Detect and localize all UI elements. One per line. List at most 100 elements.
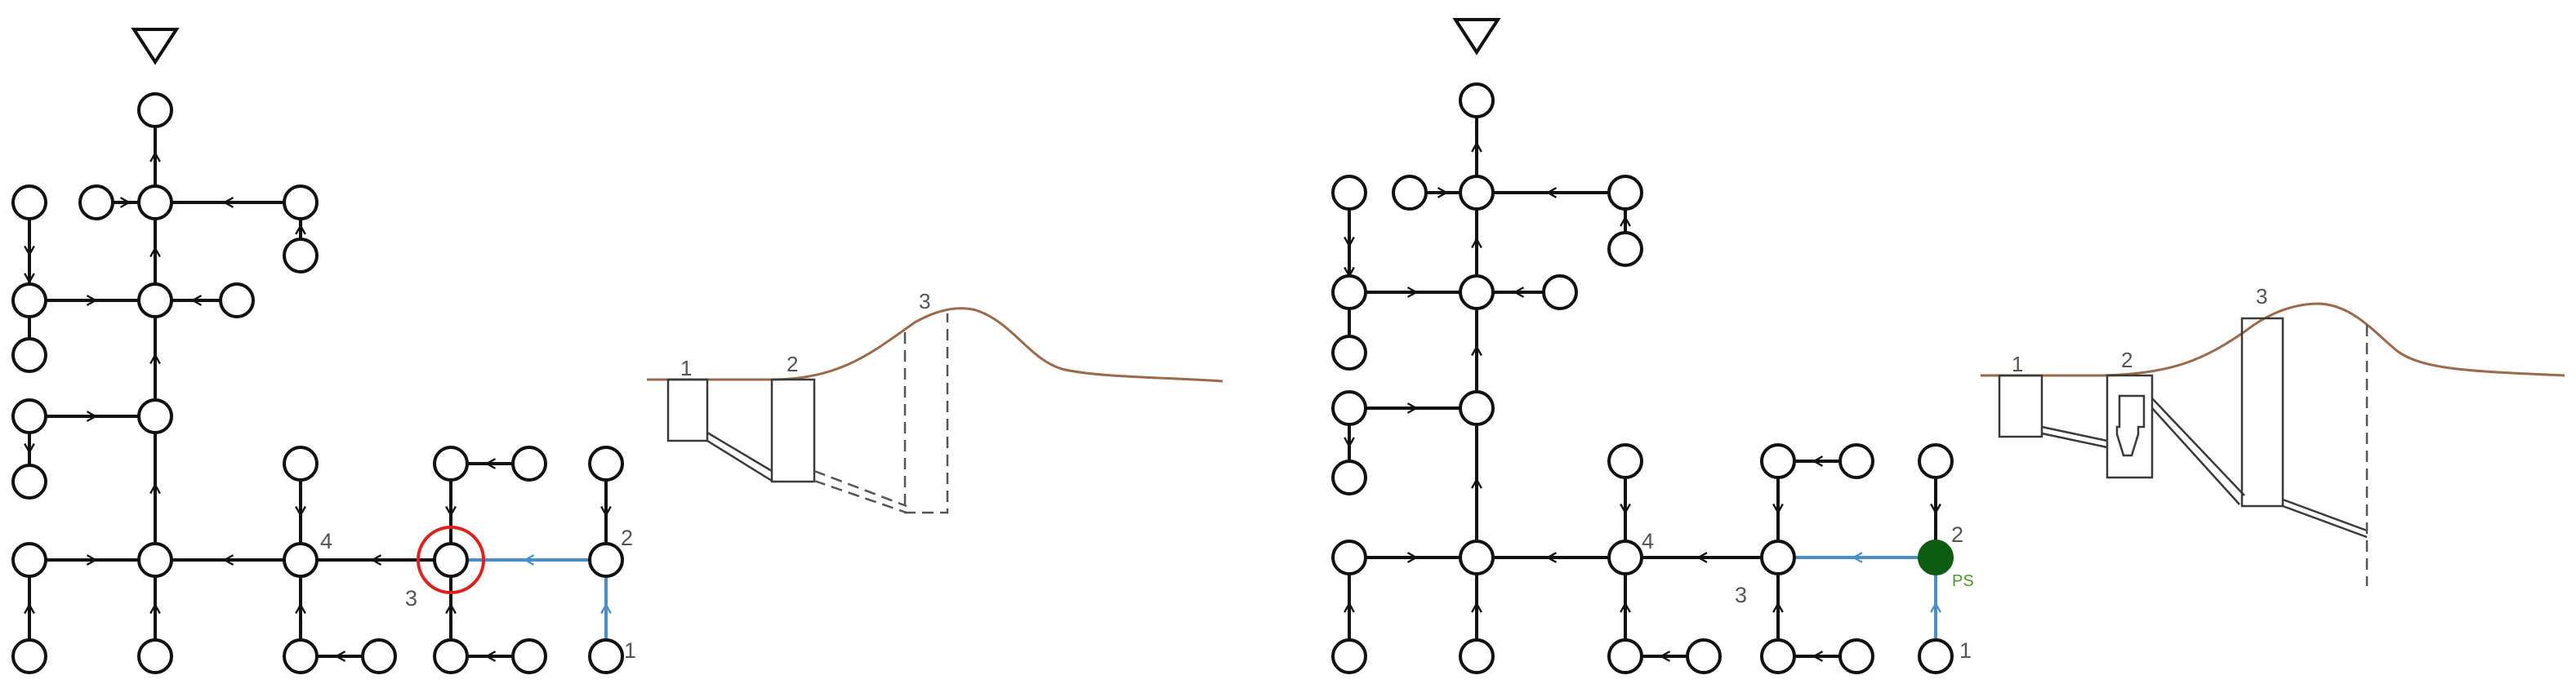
manhole-node-N4u [283,446,319,482]
manhole-node-L2 [1331,274,1367,310]
manhole-node-A1 [137,92,173,128]
manhole-node-N2 [588,542,624,578]
manhole-node-A5 [137,542,173,578]
manhole-node-N3u [1760,443,1796,479]
manhole-node-N2u [1918,443,1954,479]
outlet-triangle-icon [1452,18,1501,56]
manhole-node-N3 [1760,540,1796,575]
outlet-triangle-icon [131,28,180,65]
manhole-node-L3d [1331,460,1367,495]
manhole-node-L4d [11,638,47,674]
left-node-label-3: 3 [405,586,417,611]
manhole-node-N4dr [361,638,397,674]
manhole-node-N2u [588,446,624,482]
manhole-node-N3dr [1838,638,1874,674]
left-node-label-1: 1 [624,638,636,663]
right-profile: 1 2 3 [1981,284,2565,586]
right-network [1331,18,1954,674]
manhole-node-N3d [433,638,469,674]
left-ground-surface [647,307,1223,383]
manhole-node-A2Rd [283,238,319,273]
highlight-ring [417,526,485,594]
manhole-node-A2 [1459,175,1495,211]
manhole-node-N4d [283,638,319,674]
left-node-label-2: 2 [621,526,633,550]
right-forcemain-bottom [2151,407,2240,505]
manhole-node-N4dr [1686,638,1722,674]
left-pipe-2-3-bottom [813,479,907,514]
left-manhole-3-dashed [903,313,949,514]
manhole-node-N3 [433,542,469,578]
manhole-node-A2R [1607,175,1643,211]
pump-station-label: PS [1952,572,1974,590]
manhole-node-A3 [137,282,173,318]
manhole-node-N3dr [511,638,547,674]
manhole-node-A3 [1459,274,1495,310]
manhole-node-A1 [1459,82,1495,118]
manhole-node-A6 [1459,638,1495,674]
manhole-node-A3R [1542,274,1578,310]
right-node-label-3: 3 [1735,583,1747,607]
right-pipe-1-2-top [2041,425,2108,442]
right-node-label-4: 4 [1642,529,1654,553]
right-forcemain-top [2151,398,2245,496]
manhole-node-A6 [137,638,173,674]
manhole-node-A3R [219,282,255,318]
manhole-node-N1 [588,638,624,674]
manhole-node-A2Rd [1607,231,1643,267]
manhole-node-L4 [11,542,47,578]
left-profile-label-2: 2 [787,352,798,376]
manhole-node-A4 [1459,390,1495,426]
manhole-node-L1 [11,184,47,220]
manhole-node-A2 [137,184,173,220]
manhole-node-A2R [283,184,319,220]
left-pipe-1-2-bottom [706,439,773,482]
left-manhole-1 [666,378,709,442]
left-profile: 1 2 3 [647,289,1223,514]
manhole-node-N4 [1607,540,1643,575]
manhole-node-A4 [137,398,173,434]
left-pipe-1-2-top [706,431,773,473]
right-ground-surface [1981,302,2565,377]
left-manhole-2 [770,378,816,483]
manhole-node-L3 [1331,390,1367,426]
manhole-node-L4 [1331,540,1367,575]
manhole-node-L2 [11,282,47,318]
right-manhole-3 [2240,317,2284,508]
manhole-node-L3d [11,464,47,500]
left-pipe-2-3-top [813,469,907,508]
manhole-node-L1d [11,337,47,373]
manhole-node-L1 [1331,175,1367,211]
manhole-node-N4 [283,542,319,578]
pump-station-node [1918,540,1954,575]
left-profile-label-3: 3 [919,289,930,313]
manhole-node-N1 [1918,638,1954,674]
right-pipe-3-out-bottom [2282,504,2368,539]
right-profile-label-2: 2 [2121,348,2133,372]
right-node-label-2: 2 [1951,522,1963,547]
manhole-node-L3 [11,398,47,434]
right-node-label-1: 1 [1959,638,1972,663]
manhole-node-L4d [1331,638,1367,674]
manhole-node-N3d [1760,638,1796,674]
right-pipe-1-2-bottom [2041,432,2108,449]
right-pump-station-chamber [2106,374,2154,479]
left-profile-label-1: 1 [680,356,692,380]
manhole-node-N4u [1607,443,1643,479]
left-node-label-4: 4 [320,529,332,553]
manhole-node-L1d [1331,335,1367,371]
pump-icon [2115,394,2146,457]
right-pipe-3-out-top [2282,498,2368,532]
right-profile-label-1: 1 [2012,352,2023,376]
manhole-node-A2L [78,184,114,220]
manhole-node-N3u [433,446,469,482]
manhole-node-N4d [1607,638,1643,674]
right-manhole-1 [1998,374,2043,438]
manhole-node-N3ur [511,446,547,482]
manhole-node-N3ur [1838,443,1874,479]
left-network [11,28,624,674]
manhole-node-A2L [1392,175,1428,211]
manhole-node-A5 [1459,540,1495,575]
